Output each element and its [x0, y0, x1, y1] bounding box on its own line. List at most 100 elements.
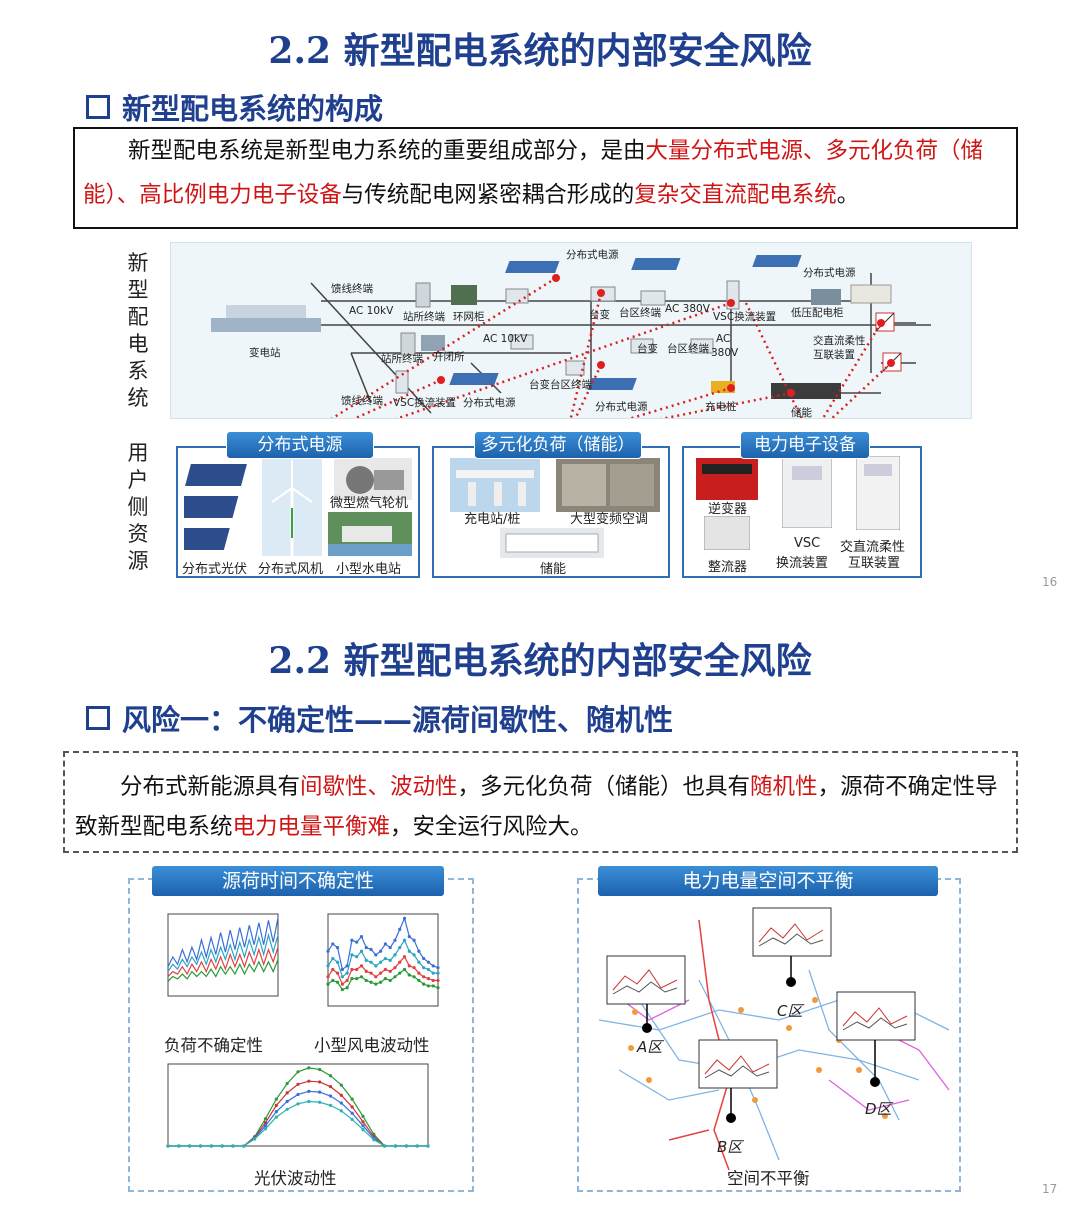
data-point: [431, 964, 435, 968]
data-point: [398, 927, 402, 931]
hvac-unit-icon: [556, 458, 660, 512]
data-point: [436, 978, 440, 983]
data-point: [415, 1144, 419, 1148]
label-feeder-terminal: 馈线终端: [331, 283, 373, 295]
label-acdc-link: 交直流柔性: [813, 335, 866, 347]
data-point: [331, 967, 335, 972]
load-uncertainty-chart: [167, 913, 279, 997]
label-ac10kv: AC 10kV: [349, 305, 394, 317]
data-point: [326, 975, 330, 979]
data-point: [328, 1103, 333, 1107]
data-point: [326, 982, 330, 986]
data-point: [393, 953, 397, 957]
section-label: 新型配电系统的构成: [122, 92, 384, 126]
data-point: [359, 964, 364, 968]
data-point: [350, 938, 354, 942]
wind-turbine-icon: [262, 458, 322, 556]
data-point: [335, 980, 340, 984]
caption-converter: 换流装置: [776, 556, 829, 571]
data-point: [383, 1144, 387, 1148]
data-point: [307, 1089, 311, 1093]
label-storage: 储能: [791, 407, 812, 419]
para-text: ，安全运行风险大。: [390, 814, 593, 840]
caption-acdc-b: 互联装置: [848, 556, 901, 571]
caption-vsc: VSC: [794, 536, 821, 551]
data-point: [198, 1144, 203, 1148]
data-point: [379, 949, 383, 953]
data-point: [274, 1097, 278, 1101]
data-point: [339, 1093, 343, 1097]
data-point: [369, 947, 373, 952]
caption-hvac: 大型变频空调: [570, 512, 649, 527]
panel-dg: 分布式光伏 分布式风机 微型燃气轮机 小型水电站: [176, 446, 420, 578]
para-highlight: 复杂交直流配电系统: [634, 182, 837, 208]
slide2-summary-box: 分布式新能源具有间歇性、波动性，多元化负荷（储能）也具有随机性，源荷不确定性导致…: [63, 751, 1018, 853]
data-point: [274, 1110, 278, 1114]
rectifier-icon: [704, 516, 750, 550]
data-point: [398, 971, 402, 975]
data-point: [436, 971, 440, 975]
slide1-summary-box: 新型配电系统是新型电力系统的重要组成部分，是由大量分布式电源、多元化负荷（储能）…: [73, 127, 1018, 229]
data-point: [379, 971, 383, 975]
data-point: [404, 1144, 408, 1148]
data-point: [307, 1099, 311, 1104]
label-feeder-terminal-2: 馈线终端: [341, 395, 383, 407]
caption-storage: 储能: [540, 562, 567, 577]
series-line-1: [167, 932, 279, 972]
data-point: [374, 982, 378, 986]
data-point: [412, 953, 416, 957]
data-point: [374, 964, 378, 968]
data-point: [285, 1081, 289, 1086]
page-number-17: 17: [1042, 1182, 1058, 1196]
data-point: [340, 982, 344, 986]
panel-load-title: 多元化负荷（储能）: [474, 431, 642, 459]
wind-fluctuation-chart: [326, 913, 440, 1007]
solar-panel-icon: [184, 464, 247, 550]
data-point: [402, 955, 407, 959]
data-point: [345, 971, 349, 975]
data-point: [326, 949, 330, 953]
charging-station-icon: [450, 458, 540, 512]
label-vsc: VSC换流装置: [713, 311, 777, 323]
temporal-uncertainty-box: 负荷不确定性 小型风电波动性 光伏波动性: [128, 878, 474, 1192]
data-point: [417, 971, 421, 975]
label-ac10kv-2: AC 10kV: [483, 333, 528, 345]
checkbox-square-icon: [86, 95, 110, 119]
data-point: [307, 1066, 311, 1070]
area-d-label: D区: [865, 1100, 892, 1118]
spatial-imbalance-title: 电力电量空间不平衡: [598, 866, 938, 896]
caption-pv-fluctuation: 光伏波动性: [254, 1169, 337, 1188]
temporal-uncertainty-title: 源荷时间不确定性: [152, 866, 444, 896]
label-dg-right: 分布式电源: [803, 267, 856, 279]
data-point: [331, 978, 335, 983]
data-point: [350, 1097, 354, 1101]
label-charger: 充电桩: [705, 401, 737, 413]
data-point: [331, 956, 335, 961]
page-number-16: 16: [1042, 575, 1058, 589]
label-switch-station: 开闭所: [433, 351, 465, 363]
label-station-terminal: 站所终端: [403, 311, 445, 323]
data-point: [359, 975, 364, 979]
network-diagram: 分布式电源 馈线终端 AC 10kV 站所终端 环网柜 台变 台区终端 AC 3…: [170, 242, 972, 419]
caption-inverter: 逆变器: [708, 502, 748, 517]
data-point: [407, 949, 411, 953]
data-point: [361, 1124, 365, 1128]
data-point: [220, 1144, 224, 1148]
data-point: [361, 1114, 365, 1118]
panel-load: 充电站/桩 大型变频空调 储能: [432, 446, 670, 578]
data-point: [388, 945, 392, 950]
label-ring-cabinet: 环网柜: [453, 311, 485, 323]
data-point: [412, 975, 416, 979]
label-dg: 分布式电源: [566, 249, 619, 261]
series-line-3: [167, 959, 279, 982]
network-map: [598, 907, 950, 1171]
data-point: [426, 1144, 430, 1148]
data-point: [383, 956, 387, 961]
data-point: [407, 964, 411, 968]
area-b-label: B区: [717, 1138, 743, 1156]
side-label-system: 新型配电系统: [127, 251, 149, 410]
data-point: [361, 1128, 365, 1132]
data-point: [355, 940, 359, 944]
caption-gas-turbine: 微型燃气轮机: [330, 496, 409, 511]
data-point: [417, 978, 421, 983]
